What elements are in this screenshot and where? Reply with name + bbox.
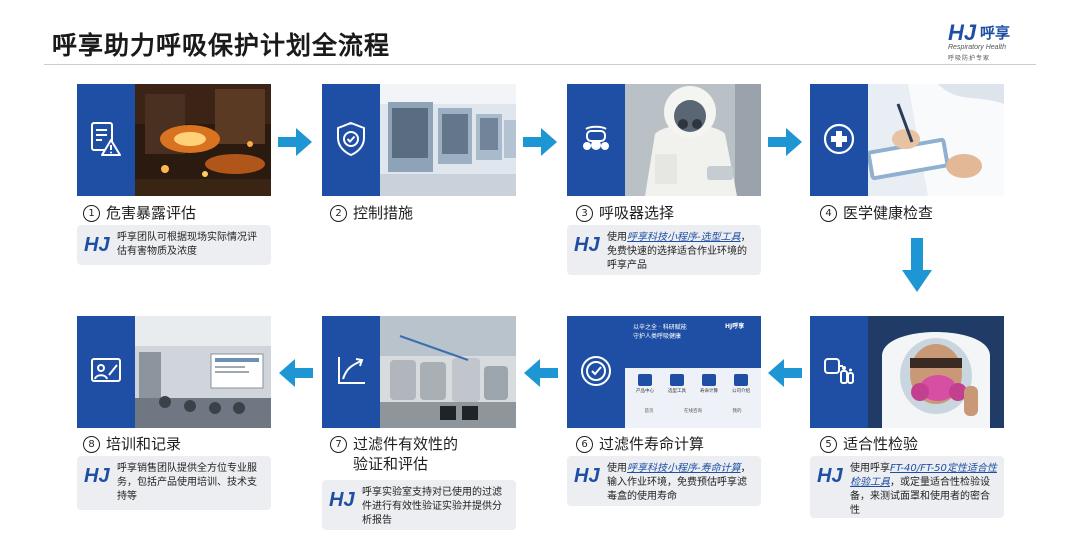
hazard-document-icon	[91, 122, 121, 156]
doctor-checkup-photo	[868, 84, 1004, 196]
arrow-right-icon	[768, 128, 802, 156]
app-tile[interactable]: 寿命计算	[695, 374, 723, 394]
brand-mark-icon: HJ	[84, 234, 110, 256]
step-7-description: HJ 呼享实验室支持对已使用的过滤件进行有效性验证实验并提供分析报告	[322, 480, 516, 530]
app-banner-line-2: 守护人类呼吸健康	[633, 333, 682, 340]
step-4-card	[810, 84, 1004, 196]
brand-mark-icon: HJ	[329, 489, 355, 511]
step-8-icon-band	[77, 316, 135, 428]
step-1-icon-band	[77, 84, 135, 196]
step-6-card: 以辛之全 · 科研赋能 守护人类呼吸健康 HJ呼享 产品中心 选型工具 寿命计算…	[567, 316, 761, 428]
training-room-photo	[135, 316, 271, 428]
fit-test-kit-icon	[824, 358, 854, 384]
app-nav-item[interactable]: 首页	[644, 409, 654, 414]
logo-english: Respiratory Health	[948, 44, 1006, 51]
lifetime-calculator-link[interactable]: 呼享科技小程序-寿命计算	[627, 463, 741, 474]
app-tile[interactable]: 公司介绍	[727, 374, 755, 394]
step-8-card	[77, 316, 271, 428]
step-3-description: HJ 使用呼享科技小程序-选型工具，免费快速的选择适合作业环境的呼享产品	[567, 225, 761, 275]
step-5-icon-band	[810, 316, 868, 428]
step-6-description: HJ 使用呼享科技小程序-寿命计算，输入作业环境，免费预估呼享滤毒盒的使用寿命	[567, 456, 761, 506]
app-tile[interactable]: 产品中心	[631, 374, 659, 394]
arrow-down-icon	[902, 238, 932, 292]
arrow-right-icon	[278, 128, 312, 156]
brand-mark-icon: HJ	[574, 234, 600, 256]
page-title: 呼享助力呼吸保护计划全流程	[52, 31, 391, 60]
brand-mark-icon: HJ	[817, 465, 843, 487]
step-7-card	[322, 316, 516, 428]
lifecycle-gauge-icon	[581, 356, 611, 386]
step-2-card	[322, 84, 516, 196]
brand-mark-icon: HJ	[574, 465, 600, 487]
title-divider	[44, 64, 1036, 65]
app-brand: HJ呼享	[725, 323, 745, 330]
app-nav-item[interactable]: 在线咨询	[684, 409, 702, 414]
selection-tool-link[interactable]: 呼享科技小程序-选型工具	[627, 232, 741, 243]
arrow-left-icon	[279, 359, 313, 387]
step-1-card	[77, 84, 271, 196]
arrow-left-icon	[768, 359, 802, 387]
step-7-icon-band	[322, 316, 380, 428]
mini-program-screen: 以辛之全 · 科研赋能 守护人类呼吸健康 HJ呼享 产品中心 选型工具 寿命计算…	[625, 316, 761, 428]
respirator-mask-icon	[583, 125, 609, 150]
app-banner-line-1: 以辛之全 · 科研赋能	[633, 324, 687, 331]
logo-subtitle: 呼吸防护专家	[948, 55, 991, 62]
step-2-icon-band	[322, 84, 380, 196]
step-5-card	[810, 316, 1004, 428]
fit-test-tool-link[interactable]: FT-40/FT-50定性适合性检验工具	[850, 463, 997, 488]
protective-suit-photo	[625, 84, 761, 196]
step-5-description: HJ 使用呼享FT-40/FT-50定性适合性检验工具，或定量适合性检验设备，来…	[810, 456, 1004, 518]
app-tile[interactable]: 选型工具	[663, 374, 691, 394]
lab-equipment-photo	[380, 316, 516, 428]
growth-chart-icon	[338, 357, 365, 384]
step-3-icon-band	[567, 84, 625, 196]
logo-name: 呼享	[980, 24, 1011, 42]
training-board-icon	[91, 358, 121, 382]
ventilation-units-photo	[380, 84, 516, 196]
app-banner	[625, 316, 761, 368]
step-8-description: HJ 呼享销售团队提供全方位专业服务，包括产品使用培训、技术支持等	[77, 456, 271, 510]
arrow-right-icon	[523, 128, 557, 156]
medical-cross-icon	[823, 123, 855, 155]
steel-mill-photo	[135, 84, 271, 196]
step-4-icon-band	[810, 84, 868, 196]
step-3-card	[567, 84, 761, 196]
shield-check-icon	[337, 121, 365, 157]
arrow-left-icon	[524, 359, 558, 387]
brand-mark-icon: HJ	[84, 465, 110, 487]
logo-mark: HJ	[948, 20, 977, 45]
step-6-icon-band	[567, 316, 625, 428]
fit-test-hood-photo	[868, 316, 1004, 428]
step-1-description: HJ 呼享团队可根据现场实际情况评估有害物质及浓度	[77, 225, 271, 265]
brand-logo: HJ 呼享 Respiratory Health 呼吸防护专家	[948, 18, 1048, 62]
app-nav-item[interactable]: 我的	[732, 409, 742, 414]
